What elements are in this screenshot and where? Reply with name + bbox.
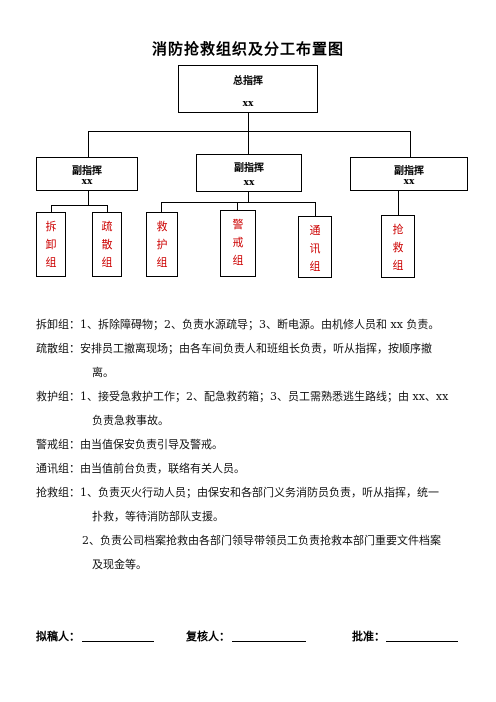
chief-title: 总指挥 (233, 76, 263, 87)
duty-evacuation-line2: 离。 (92, 366, 114, 379)
group-5-char-2: 讯 (309, 242, 321, 255)
deputy-box-2: 副指挥 xx (196, 154, 302, 192)
deputy-3-name: xx (403, 177, 415, 187)
duty-disassembly: 拆卸组：1、拆除障碍物；2、负责水源疏导；3、断电源。由机修人员和 xx 负责。 (36, 318, 440, 331)
connector-d1-down (88, 191, 89, 205)
group-4-char-1: 警 (232, 218, 244, 231)
chief-name: xx (242, 99, 254, 109)
connector-deputy2 (248, 131, 249, 154)
group-5-char-1: 通 (309, 224, 321, 237)
group-3-char-3: 组 (156, 256, 168, 269)
group-4-char-2: 戒 (232, 236, 244, 249)
deputy-1-title: 副指挥 (72, 166, 102, 177)
drafter-blank[interactable] (82, 641, 154, 642)
connector-deputy3 (410, 131, 411, 157)
reviewer-blank[interactable] (232, 641, 306, 642)
group-1-char-1: 拆 (45, 220, 57, 233)
group-box-rescue: 抢 救 组 (381, 215, 415, 278)
group-6-char-2: 救 (392, 241, 404, 254)
group-1-char-3: 组 (45, 256, 57, 269)
connector-g1 (51, 205, 52, 212)
duty-evacuation-line1: 疏散组：安排员工撤离现场；由各车间负责人和班组长负责，听从指挥，按顺序撤 (36, 342, 432, 355)
connector-d3-down (398, 191, 399, 215)
group-6-char-3: 组 (392, 259, 404, 272)
duty-first-aid-line2: 负责急救事故。 (92, 414, 169, 427)
group-box-first-aid: 救 护 组 (146, 212, 178, 277)
group-box-evacuation: 疏 散 组 (92, 212, 122, 277)
duty-archive-line2: 及现金等。 (92, 558, 147, 571)
connector-d1-bar (51, 205, 108, 206)
connector-d2-bar (161, 202, 316, 203)
group-box-disassembly: 拆 卸 组 (36, 212, 66, 277)
deputy-box-1: 副指挥 xx (36, 157, 138, 191)
connector-g5 (315, 202, 316, 216)
deputy-box-3: 副指挥 xx (350, 157, 468, 191)
group-3-char-2: 护 (156, 238, 168, 251)
group-1-char-2: 卸 (45, 238, 57, 251)
duty-first-aid-line1: 救护组：1、接受急救护工作；2、配急救药箱；3、员工需熟悉逃生路线；由 xx、x… (36, 390, 449, 403)
approver-label: 批准： (352, 630, 385, 643)
group-2-char-2: 散 (101, 238, 113, 251)
group-box-guard: 警 戒 组 (220, 210, 256, 277)
duty-archive-line1: 2、负责公司档案抢救由各部门领导带领员工负责抢救本部门重要文件档案 (82, 534, 441, 547)
group-6-char-1: 抢 (392, 223, 404, 236)
duty-rescue-line1: 抢救组：1、负责灭火行动人员；由保安和各部门义务消防员负责，听从指挥，统一 (36, 486, 439, 499)
deputy-1-name: xx (81, 177, 93, 187)
group-box-communication: 通 讯 组 (298, 216, 332, 278)
group-5-char-3: 组 (309, 260, 321, 273)
group-2-char-1: 疏 (101, 220, 113, 233)
page-title: 消防抢救组织及分工布置图 (151, 40, 344, 58)
connector-deputy-bar (88, 131, 410, 132)
duty-guard: 警戒组：由当值保安负责引导及警戒。 (36, 438, 223, 451)
duty-rescue-line2: 扑救，等待消防部队支援。 (92, 510, 224, 523)
group-4-char-3: 组 (232, 254, 244, 267)
chief-box: 总指挥 xx (178, 65, 318, 113)
connector-d2-down (248, 192, 249, 202)
connector-g3 (161, 202, 162, 212)
duty-communication: 通讯组：由当值前台负责，联络有关人员。 (36, 462, 245, 475)
reviewer-label: 复核人： (186, 630, 230, 643)
deputy-2-name: xx (243, 178, 255, 188)
deputy-3-title: 副指挥 (394, 166, 424, 177)
connector-g4 (237, 202, 238, 210)
group-2-char-3: 组 (101, 256, 113, 269)
connector-chief-down (248, 113, 249, 131)
deputy-2-title: 副指挥 (234, 163, 264, 174)
connector-deputy1 (88, 131, 89, 157)
connector-g2 (107, 205, 108, 212)
group-3-char-1: 救 (156, 220, 168, 233)
drafter-label: 拟稿人： (36, 630, 80, 643)
approver-blank[interactable] (386, 641, 458, 642)
